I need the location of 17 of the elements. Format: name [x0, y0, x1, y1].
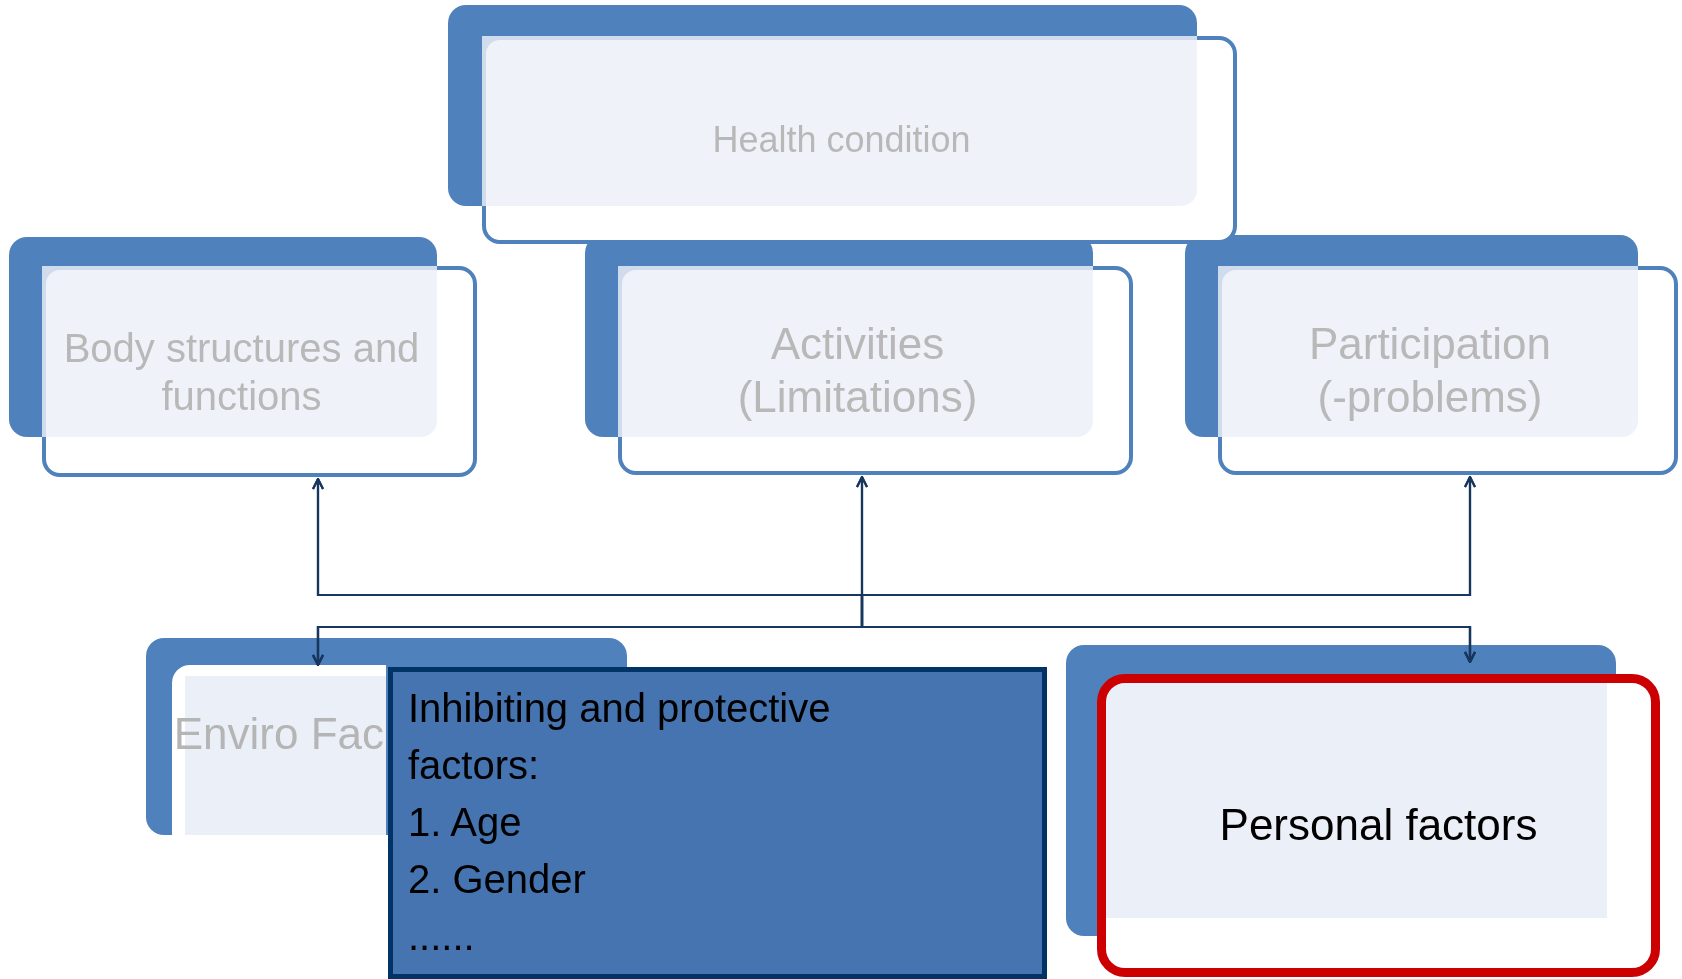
list-item: ...... — [408, 913, 475, 960]
category-box — [42, 266, 477, 477]
category-box — [1097, 674, 1660, 977]
list-item: 2. Gender — [408, 856, 586, 903]
category-box — [618, 266, 1133, 475]
note-heading: Inhibiting and protective factors: — [408, 685, 832, 789]
box-label: Activities (Limitations) — [736, 317, 979, 423]
list-item: 1. Age — [408, 799, 522, 846]
category-box — [172, 665, 386, 835]
box-label: Body structures and functions — [62, 324, 421, 420]
category-box — [1218, 266, 1678, 475]
category-box — [482, 36, 1237, 244]
box-label: Enviro Fac — [172, 708, 384, 760]
box-label: Participation (-problems) — [1307, 317, 1553, 423]
box-label: Health condition — [712, 118, 971, 162]
note-box — [388, 667, 1047, 979]
box-label: Personal factors — [1219, 799, 1538, 852]
